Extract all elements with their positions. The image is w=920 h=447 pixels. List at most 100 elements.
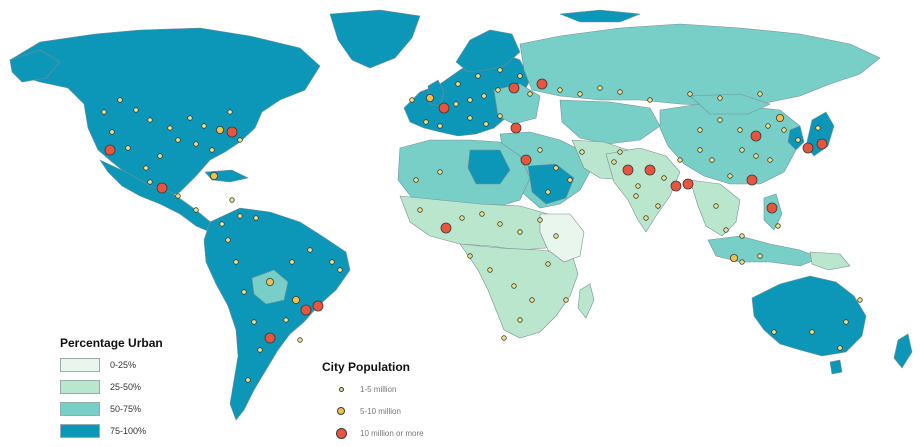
city-marker xyxy=(495,87,501,93)
city-marker xyxy=(147,179,153,185)
city-marker xyxy=(257,347,263,353)
papua xyxy=(809,251,851,271)
city-marker xyxy=(483,121,489,127)
city-marker xyxy=(167,125,173,131)
city-marker xyxy=(409,97,415,103)
city-marker xyxy=(837,345,843,351)
city-marker xyxy=(730,253,739,262)
city-marker xyxy=(697,127,703,133)
city-marker xyxy=(809,329,815,335)
city-marker xyxy=(209,147,215,153)
city-marker xyxy=(413,177,419,183)
urban-legend-item: 25-50% xyxy=(60,380,141,394)
city-marker xyxy=(508,82,520,94)
large-city-dot xyxy=(335,427,347,439)
city-marker xyxy=(193,207,199,213)
city-marker xyxy=(750,130,762,142)
city-marker xyxy=(175,193,181,199)
city-marker xyxy=(670,180,682,192)
city-marker xyxy=(517,73,523,79)
city-marker xyxy=(251,319,257,325)
city-marker xyxy=(104,144,116,156)
city-marker xyxy=(440,222,452,234)
city-marker xyxy=(843,319,849,325)
city-marker xyxy=(497,221,503,227)
pop-legend-item: 10 million or more xyxy=(334,426,424,440)
city-marker xyxy=(597,85,603,91)
city-marker xyxy=(237,213,243,219)
russia xyxy=(519,23,881,107)
new-zealand xyxy=(893,333,913,369)
city-marker xyxy=(219,221,225,227)
city-marker xyxy=(417,207,423,213)
urban-swatch xyxy=(60,424,100,438)
city-marker xyxy=(536,78,548,90)
city-marker xyxy=(497,113,503,119)
city-marker xyxy=(425,94,434,103)
urban-legend-item: 75-100% xyxy=(60,424,146,438)
korea xyxy=(787,125,805,151)
city-marker xyxy=(553,233,559,239)
city-marker xyxy=(229,197,235,203)
city-marker xyxy=(766,202,778,214)
east-africa xyxy=(539,213,585,263)
city-marker xyxy=(253,215,259,221)
city-marker xyxy=(633,193,639,199)
city-marker xyxy=(475,73,481,79)
city-marker xyxy=(233,259,239,265)
pop-legend-item: 5-10 million xyxy=(334,404,401,418)
city-marker xyxy=(201,123,207,129)
city-marker xyxy=(329,259,335,265)
city-marker xyxy=(501,335,507,341)
city-marker xyxy=(795,137,801,143)
city-marker xyxy=(713,203,719,209)
urban-legend-item: 0-25% xyxy=(60,358,136,372)
city-marker xyxy=(739,233,745,239)
city-marker xyxy=(337,267,343,273)
city-marker xyxy=(225,237,231,243)
city-marker xyxy=(101,109,107,115)
city-marker xyxy=(109,129,115,135)
urban-legend-title: Percentage Urban xyxy=(60,336,163,350)
city-marker xyxy=(520,154,532,166)
city-marker xyxy=(545,261,551,267)
urban-legend-label: 25-50% xyxy=(110,382,142,392)
city-marker xyxy=(467,97,473,103)
urban-legend-label: 50-75% xyxy=(110,404,142,414)
city-marker xyxy=(771,329,777,335)
pop-legend-label: 5-10 million xyxy=(360,406,401,416)
city-marker xyxy=(737,127,743,133)
city-marker xyxy=(579,149,585,155)
city-marker xyxy=(510,122,522,134)
city-marker xyxy=(611,159,617,165)
city-marker xyxy=(802,142,814,154)
bolivia xyxy=(251,269,289,305)
greenland xyxy=(329,9,421,69)
india xyxy=(605,147,681,233)
city-marker xyxy=(291,295,300,304)
city-marker xyxy=(265,277,274,286)
city-marker xyxy=(143,165,149,171)
city-marker xyxy=(767,157,773,163)
city-marker xyxy=(264,332,276,344)
city-marker xyxy=(125,145,131,151)
central-asia xyxy=(559,99,661,145)
city-marker xyxy=(661,175,667,181)
city-marker xyxy=(687,91,693,97)
city-marker xyxy=(723,227,729,233)
city-marker xyxy=(133,107,139,113)
city-marker xyxy=(227,109,233,115)
city-marker xyxy=(643,215,649,221)
city-marker xyxy=(497,67,503,73)
city-marker xyxy=(283,317,289,323)
city-marker xyxy=(537,147,543,153)
city-marker xyxy=(815,125,821,131)
city-marker xyxy=(717,95,723,101)
city-marker xyxy=(567,177,573,183)
small-city-dot xyxy=(338,386,344,392)
city-marker xyxy=(537,217,543,223)
city-marker xyxy=(563,297,569,303)
city-marker xyxy=(487,267,493,273)
city-marker xyxy=(529,297,535,303)
city-marker xyxy=(682,178,694,190)
